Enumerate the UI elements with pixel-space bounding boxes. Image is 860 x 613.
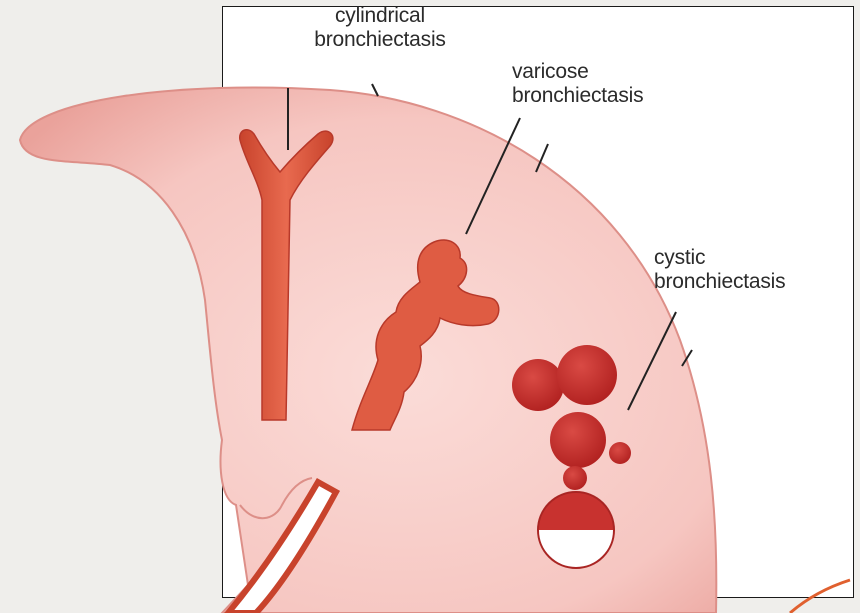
cyst-link — [563, 466, 587, 490]
cyst-top — [557, 345, 617, 405]
cyst-small — [609, 442, 631, 464]
label-cystic-bronchiectasis: cystic bronchiectasis — [654, 246, 785, 294]
label-cylindrical-bronchiectasis: cylindrical bronchiectasis — [300, 4, 460, 52]
cyst-middle — [550, 412, 606, 468]
cyst-left — [512, 359, 564, 411]
cyst-fluid-level — [538, 492, 614, 568]
decorative-arc — [790, 580, 850, 613]
label-varicose-bronchiectasis: varicose bronchiectasis — [512, 60, 643, 108]
